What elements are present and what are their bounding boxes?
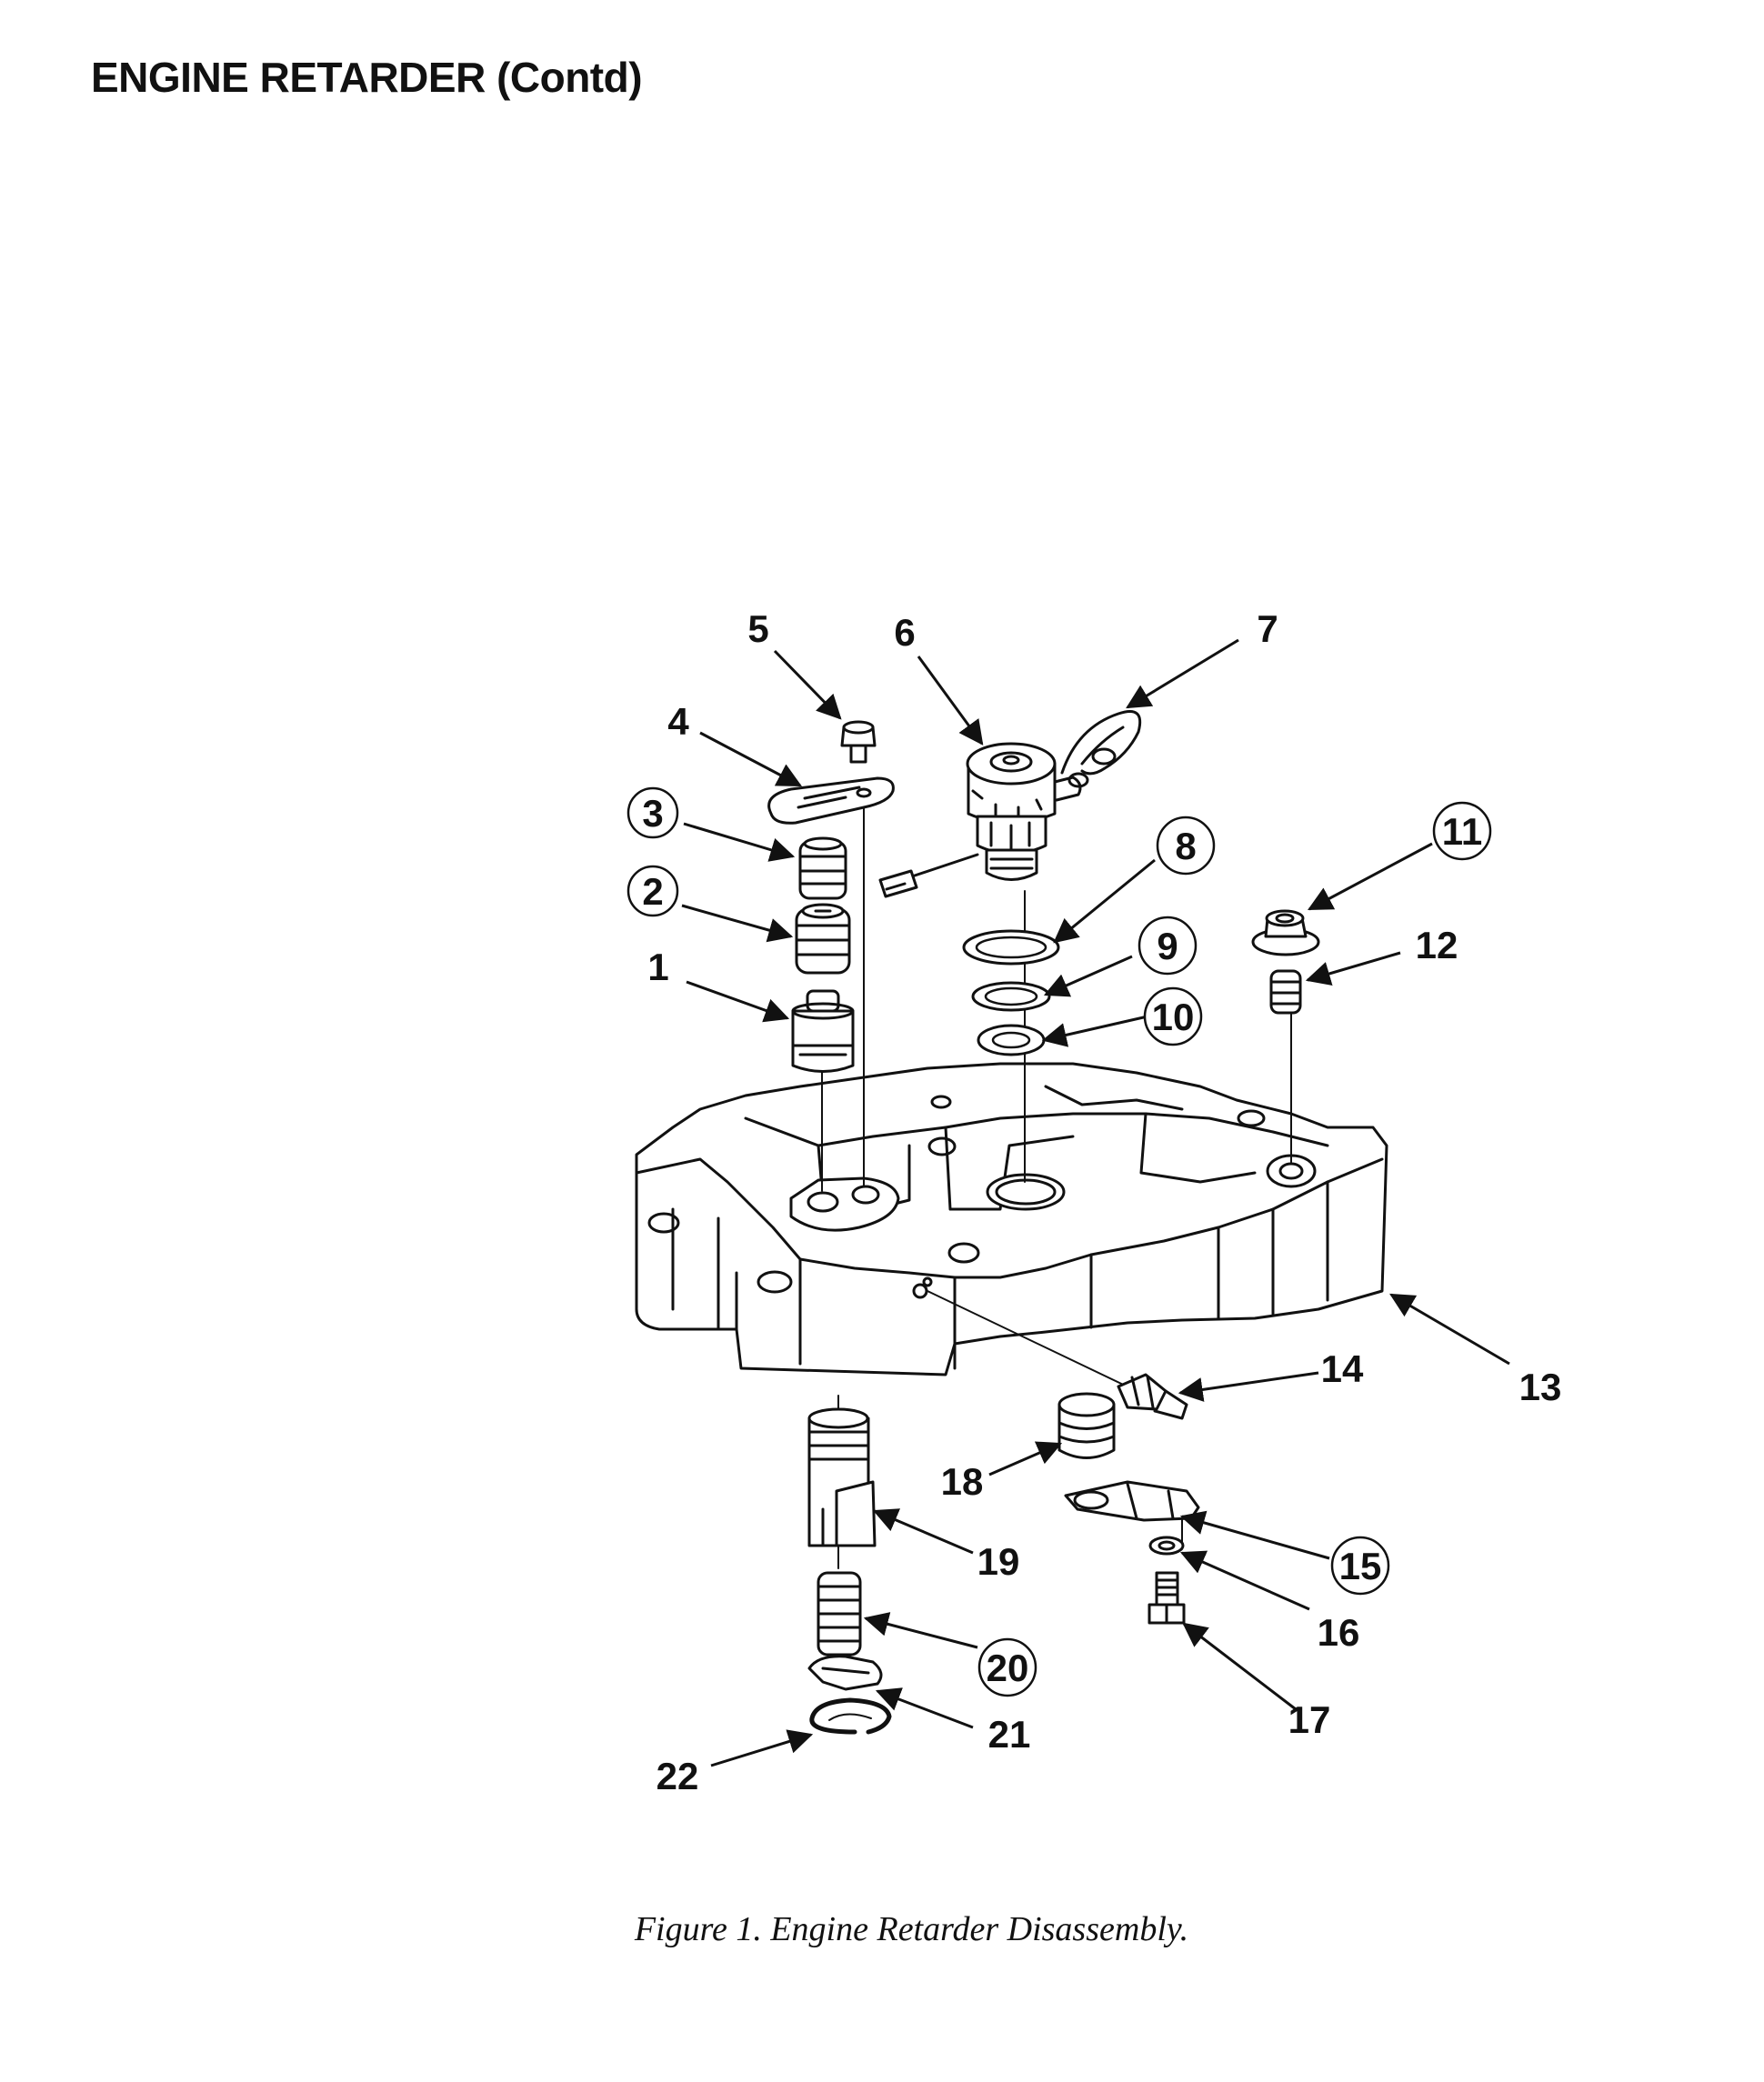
part-12-spring: [1269, 969, 1302, 1015]
part-4-plate: [767, 776, 895, 825]
part-6-solenoid: [878, 742, 1082, 898]
part-19-sleeve: [807, 1407, 877, 1547]
callout-21: 21: [988, 1713, 1031, 1756]
part-16-washer: [1148, 1536, 1185, 1556]
callout-12: 12: [1416, 924, 1458, 966]
part-15-bracket: [1064, 1480, 1200, 1522]
callout-leaders: [681, 638, 1510, 1767]
callout-19: 19: [977, 1540, 1020, 1583]
part-11-nut: [1251, 909, 1320, 956]
part-5-screw: [840, 720, 877, 764]
callout-18: 18: [941, 1460, 984, 1503]
callout-5: 5: [747, 607, 768, 650]
part-1-valve: [791, 989, 855, 1073]
retarder-housing: [635, 1062, 1388, 1376]
callout-1: 1: [647, 946, 668, 988]
callout-17: 17: [1288, 1698, 1331, 1741]
callout-4: 4: [667, 700, 689, 743]
part-20-spring: [817, 1571, 862, 1657]
callout-16: 16: [1318, 1611, 1360, 1654]
part-18-cap: [1057, 1392, 1116, 1459]
part-17-bolt: [1148, 1571, 1186, 1625]
callout-13: 13: [1519, 1366, 1562, 1408]
part-14-sensor: [1117, 1373, 1188, 1420]
callout-6: 6: [894, 611, 915, 654]
callout-14: 14: [1321, 1347, 1364, 1390]
callout-15: 15: [1339, 1545, 1382, 1587]
callout-22: 22: [656, 1755, 699, 1797]
callout-10: 10: [1152, 996, 1195, 1038]
callout-7: 7: [1257, 607, 1278, 650]
callout-circles: [626, 786, 1492, 1697]
figure-caption: Figure 1. Engine Retarder Disassembly.: [0, 1909, 1764, 1949]
callout-2: 2: [642, 870, 663, 913]
page-title: ENGINE RETARDER (Contd): [91, 54, 643, 101]
callout-3: 3: [642, 792, 663, 835]
figure-caption-text: Figure 1. Engine Retarder Disassembly.: [634, 1910, 1189, 1948]
callout-8: 8: [1175, 825, 1196, 867]
callout-9: 9: [1157, 925, 1178, 967]
callout-11: 11: [1442, 810, 1482, 853]
part-7-clip: [1060, 710, 1142, 788]
callout-20: 20: [987, 1647, 1029, 1689]
part-3-spring: [798, 836, 847, 900]
part-21-retainer: [807, 1655, 883, 1691]
part-22-snap-ring: [809, 1697, 892, 1735]
part-2-spring: [795, 903, 851, 975]
